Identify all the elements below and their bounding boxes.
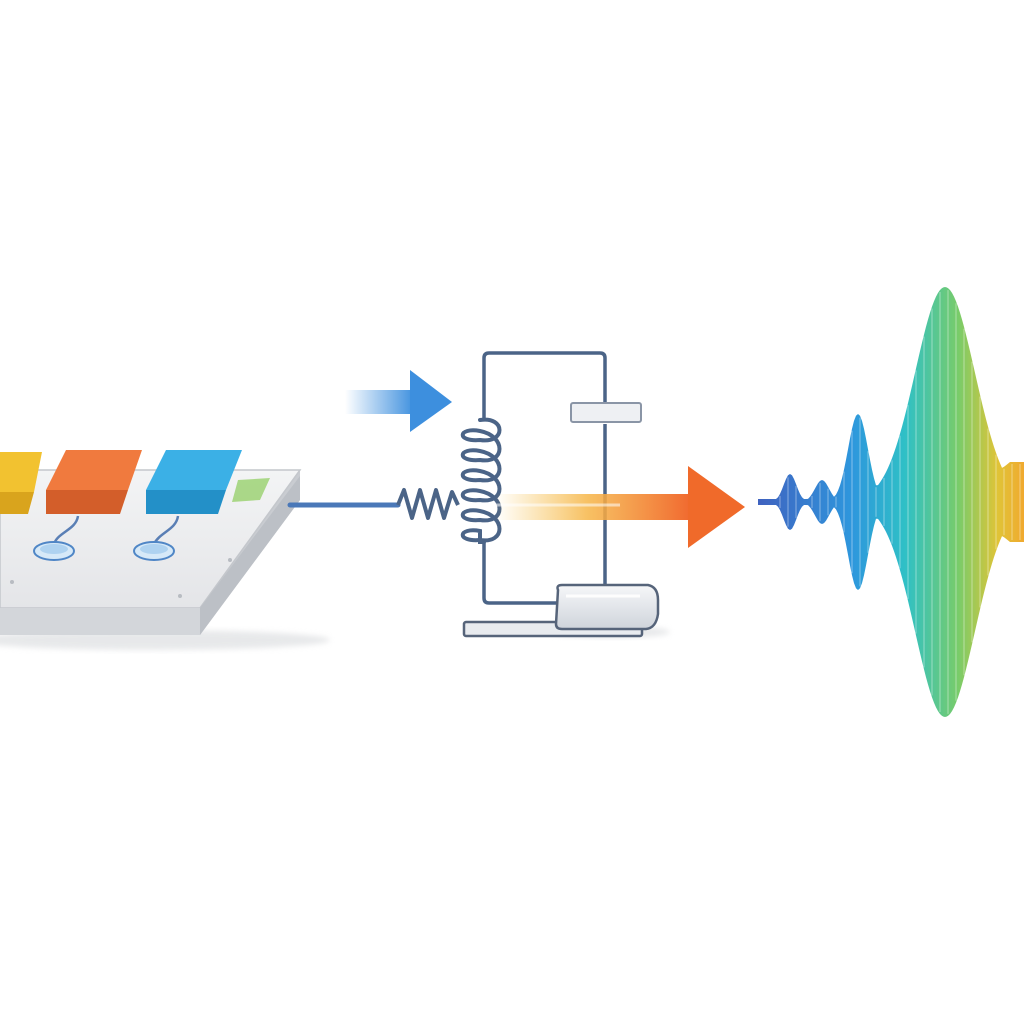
waveform-envelope — [758, 287, 1024, 717]
battery-cell — [462, 583, 670, 638]
board-front — [0, 608, 200, 635]
blue-key[interactable] — [146, 450, 242, 514]
inductor-coil — [460, 417, 502, 544]
panel-accent — [232, 478, 270, 502]
capacitor-plate — [570, 402, 642, 423]
board-shadow — [0, 630, 330, 650]
yellow-key[interactable] — [0, 452, 42, 514]
round-button[interactable] — [133, 541, 175, 561]
output-waveform — [758, 287, 1024, 717]
waveform-stripes — [779, 290, 1021, 714]
signal-wire — [287, 488, 460, 520]
orange-key[interactable] — [46, 450, 142, 514]
input-arrow — [345, 370, 452, 432]
control-board — [0, 450, 330, 650]
resistor-zigzag — [396, 488, 460, 520]
board-right-edge — [200, 476, 300, 635]
circuit-wire-top — [482, 351, 607, 420]
circuit-wire-bottom — [482, 540, 560, 605]
screw-dot — [178, 594, 182, 598]
screw-dot — [228, 558, 232, 562]
screw-dot — [10, 580, 14, 584]
output-arrow — [495, 466, 745, 548]
round-button[interactable] — [33, 541, 75, 561]
